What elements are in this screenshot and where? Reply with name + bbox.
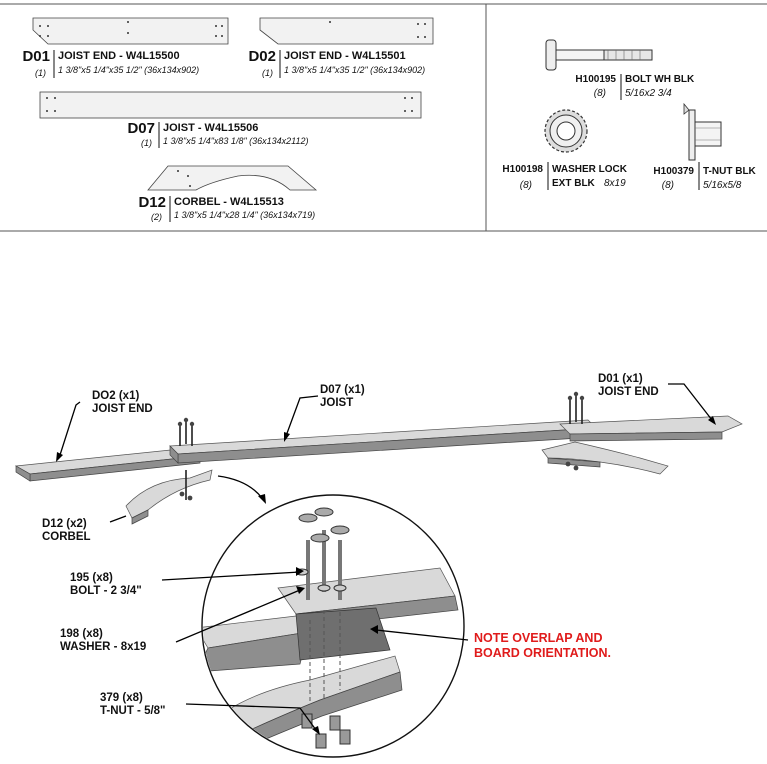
tnut-qty: (8) [662,180,674,191]
lock-washer-icon [544,109,588,153]
part-d12-dims: 1 3/8"x5 1/4"x28 1/4" (36x134x719) [174,210,315,220]
part-d01-dims: 1 3/8"x5 1/4"x35 1/2" (36x134x902) [58,65,199,75]
bolts-right [565,391,585,471]
part-d12-name: CORBEL - W4L15513 [174,196,284,208]
part-d01-name: JOIST END - W4L15500 [58,50,180,62]
leader-d12 [109,515,127,523]
part-d02-dims: 1 3/8"x5 1/4"x35 1/2" (36x134x902) [284,65,425,75]
part-d02-drawing [259,17,434,45]
tnut-code: H100379 [653,166,694,177]
callout-bolt-line2: BOLT - 2 3/4" [70,585,142,597]
callout-d07-line2: JOIST [320,397,353,409]
part-d07-drawing [39,91,422,119]
detail-magnifier [201,494,465,758]
callout-tnut-line2: T-NUT - 5/8" [100,705,166,717]
part-d02-name: JOIST END - W4L15501 [284,50,406,62]
leader-d02 [59,401,81,456]
callout-d07-line1: D07 (x1) [320,384,365,396]
tnut-name: T-NUT BLK [703,166,757,177]
bolts-left [177,417,195,501]
bolt-size: 5/16x2 3/4 [625,88,672,99]
part-d01-qty: (1) [35,68,46,78]
note-line2: BOARD ORIENTATION. [474,646,611,660]
bolt-code: H100195 [575,74,616,85]
part-d01-drawing [32,17,229,45]
callout-d02-line1: DO2 (x1) [92,390,139,402]
washer-qty: (8) [520,180,532,191]
part-d12-code: D12 [138,194,166,211]
part-d12-drawing [147,165,318,191]
joist-end-d01 [559,415,743,442]
bolt-icon [545,39,653,71]
part-d07-dims: 1 3/8"x5 1/4"x83 1/8" (36x134x2112) [163,136,309,146]
leader-d01 [668,383,713,421]
callout-washer-line1: 198 (x8) [60,628,103,640]
washer-code: H100198 [502,164,543,175]
callout-d02-line2: JOIST END [92,403,153,415]
part-d12-qty: (2) [151,212,162,222]
washer-name-line1: WASHER LOCK [552,164,628,175]
callout-d01-line2: JOIST END [598,386,659,398]
callout-d12-line2: CORBEL [42,531,91,543]
leader-bolt [161,571,301,581]
washer-name-line2: EXT BLK [552,178,596,189]
part-d02-qty: (1) [262,68,273,78]
bolt-qty: (8) [594,88,606,99]
leader-zoom [217,475,263,499]
washer-size: 8x19 [604,178,626,189]
leader-tnut [185,703,317,731]
callout-bolt-line1: 195 (x8) [70,572,113,584]
callout-washer-line2: WASHER - 8x19 [60,641,146,653]
bolt-name: BOLT WH BLK [625,74,695,85]
leader-d07 [285,395,319,437]
callout-d01-line1: D01 (x1) [598,373,643,385]
tnut-size: 5/16x5/8 [703,180,742,191]
joist-d07 [169,419,597,464]
corbel-left [125,469,213,525]
part-d07-qty: (1) [141,138,152,148]
callout-tnut-line1: 379 (x8) [100,692,143,704]
leader-washer [175,589,301,643]
corbel-right [541,441,669,475]
part-d07-name: JOIST - W4L15506 [163,122,258,134]
part-d01-code: D01 [22,48,50,65]
callout-d12-line1: D12 (x2) [42,518,87,530]
t-nut-icon [683,102,722,161]
part-d07-code: D07 [127,120,155,137]
joist-end-d02 [14,447,201,482]
part-d02-code: D02 [248,48,276,65]
leader-note [375,629,469,641]
note-line1: NOTE OVERLAP AND [474,631,603,645]
